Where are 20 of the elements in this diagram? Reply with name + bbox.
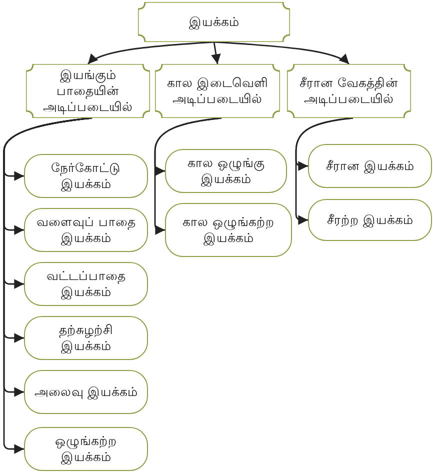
arrow	[154, 117, 222, 235]
arrow	[295, 117, 354, 225]
motion-type-box: சீரற்ற இயக்கம்	[308, 199, 432, 241]
category-box: சீரான வேகத்தின் அடிப்படையில்	[287, 64, 411, 118]
motion-type-box: கால ஒழுங்கு இயக்கம்	[165, 149, 287, 193]
motion-type-box: கால ஒழுங்கற்ற இயக்கம்	[165, 203, 292, 257]
arrow	[211, 42, 221, 64]
arrow	[88, 41, 214, 65]
motion-type-box: சீரான இயக்கம்	[308, 144, 432, 188]
motion-type-box: ஒழுங்கற்ற இயக்கம்	[24, 427, 148, 471]
motion-type-box: வளைவுப் பாதை இயக்கம்	[24, 208, 148, 252]
category-box: இயங்கும் பாதையின் அடிப்படையில்	[26, 64, 150, 118]
motion-type-box: அலைவு இயக்கம்	[24, 370, 148, 414]
arrow	[214, 41, 350, 65]
arrow	[3, 117, 92, 454]
motion-type-box: தற்சுழற்சி இயக்கம்	[24, 316, 148, 360]
title-box: இயக்கம்	[138, 2, 290, 42]
category-box: கால இடைவெளி அடிப்படையில்	[155, 64, 280, 118]
motion-type-box: வட்டப்பாதை இயக்கம்	[24, 262, 148, 306]
motion-type-box: நேர்கோட்டு இயக்கம்	[24, 154, 148, 198]
